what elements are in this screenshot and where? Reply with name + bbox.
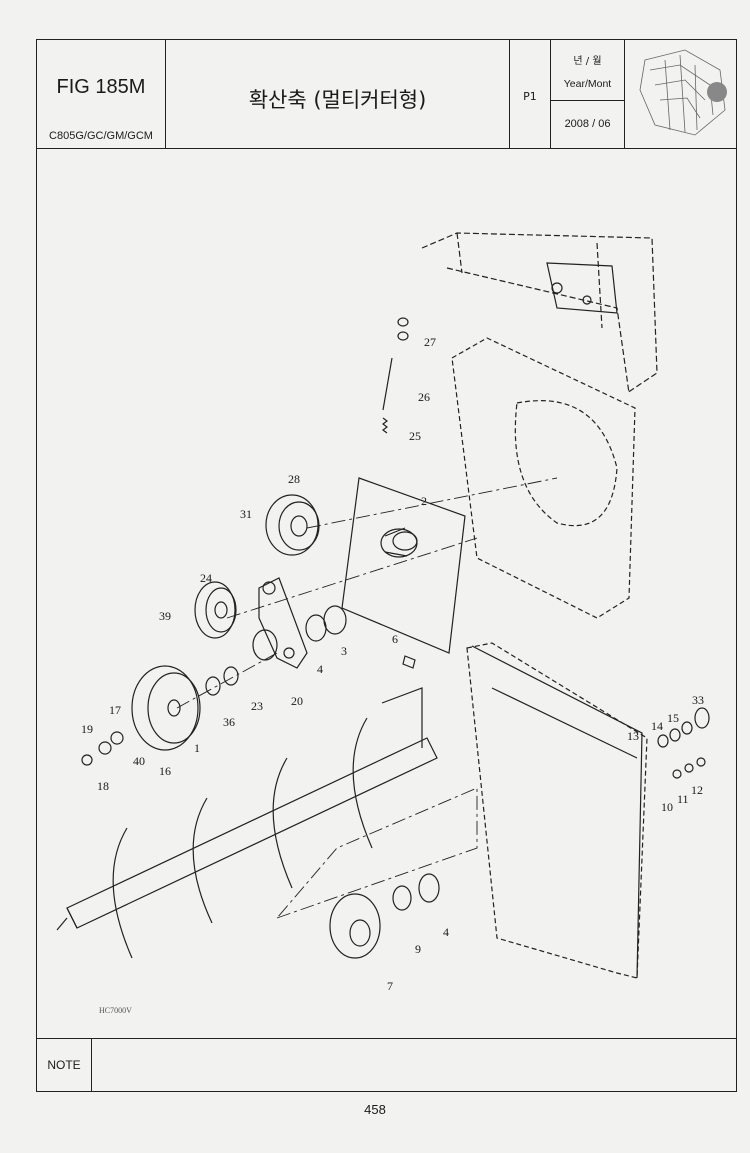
part-label-16: 16 [159,764,171,778]
lower-side-plate [466,642,648,979]
nuts-27 [397,317,409,341]
title-block: FIG 185M C805G/GC/GM/GCM 확산축 (멀티커터형) P1 … [37,40,736,149]
revision-date: 2008 / 06 [564,118,611,130]
note-row: NOTE [37,1038,736,1091]
part-label-11: 11 [677,792,689,806]
upper-frame-outline [421,232,658,394]
title-cell: 확산축 (멀티커터형) [166,40,510,148]
end-flange-7 [329,893,381,959]
part-label-9: 9 [415,942,421,956]
spring-25 [382,417,388,434]
drawing-code: HC7000V [99,1006,132,1015]
part-label-12: 12 [691,783,703,797]
part-label-1: 1 [194,741,200,755]
part-label-10: 10 [661,800,673,814]
washers-36 [205,666,239,696]
auger-shaft-1 [56,687,438,959]
rod-26 [382,357,393,411]
right-fasteners [657,707,710,779]
part-label-14: 14 [651,719,663,733]
part-label-17: 17 [109,703,121,717]
tension-arm-20 [258,577,308,669]
part-label-27: 27 [424,335,436,349]
part-label-33: 33 [692,693,704,707]
part-label-26: 26 [418,390,430,404]
upper-bracket [546,262,618,314]
year-month-en: Year/Mont [563,78,612,90]
fig-number: FIG 185M [56,76,146,98]
machine-thumbnail-icon [639,49,727,136]
part-label-23: 23 [251,699,263,713]
bearing-plate [341,477,466,654]
part-label-2: 2 [421,494,427,508]
bolt-6 [402,655,416,669]
part-label-4-lower: 4 [443,925,449,939]
part-label-24: 24 [200,571,212,585]
main-side-plate [451,337,636,619]
date-divider [551,100,624,101]
part-label-39: 39 [159,609,171,623]
year-month-ko: 년 / 월 [573,56,602,67]
part-label-20: 20 [291,694,303,708]
center-lines [176,477,558,919]
thumbnail-cell [625,40,738,148]
pulley-28 [265,494,320,556]
part-label-40: 40 [133,754,145,768]
note-label: NOTE [37,1039,92,1091]
sheet-frame: FIG 185M C805G/GC/GM/GCM 확산축 (멀티커터형) P1 … [36,39,737,1092]
model-list: C805G/GC/GM/GCM [49,130,153,142]
part-label-6: 6 [392,632,398,646]
part-label-19: 19 [81,722,93,736]
part-label-13: 13 [627,729,639,743]
part-label-4-upper: 4 [317,662,323,676]
part-label-18: 18 [97,779,109,793]
part-label-28: 28 [288,472,300,486]
page-code: P1 [523,90,537,103]
date-cell: 년 / 월 Year/Mont 2008 / 06 [551,40,625,148]
page-number: 458 [364,1102,386,1117]
fig-cell: FIG 185M C805G/GC/GM/GCM [37,40,166,148]
part-labels: 1 2 3 4 4 6 7 9 10 11 12 13 14 15 16 17 … [81,335,704,993]
page-title: 확산축 (멀티커터형) [248,88,427,112]
pulley-16 [131,665,201,751]
part-label-25: 25 [409,429,421,443]
lower-plate-solid [471,645,643,979]
exploded-parts-diagram: 1 2 3 4 4 6 7 9 10 11 12 13 14 15 16 17 … [56,232,710,993]
part-label-3: 3 [341,644,347,658]
sprocket-24 [194,581,237,639]
fasteners-17-19 [81,731,124,766]
part-label-15: 15 [667,711,679,725]
bearing-set-lower [392,873,440,911]
part-label-31: 31 [240,507,252,521]
page-code-cell: P1 [510,40,551,148]
part-label-7: 7 [387,979,393,993]
part-label-36: 36 [223,715,235,729]
